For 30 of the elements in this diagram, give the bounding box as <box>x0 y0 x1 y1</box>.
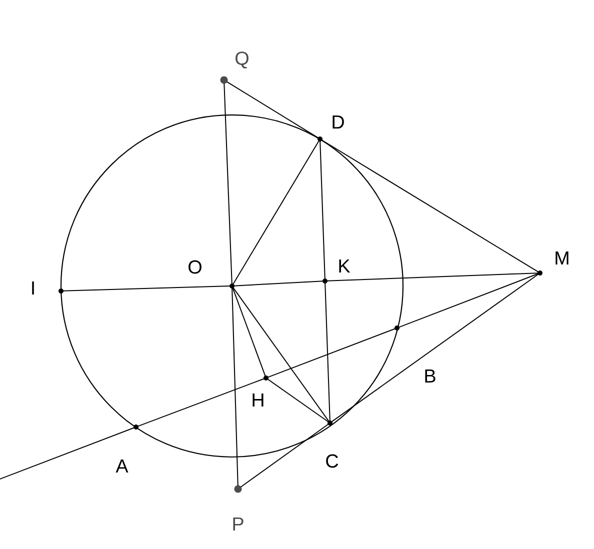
point-label: I <box>32 281 34 294</box>
line-segment <box>398 273 538 328</box>
line-segment <box>321 140 539 272</box>
line-segment <box>267 378 329 422</box>
point-label: D <box>332 115 344 128</box>
line-segment <box>232 288 266 376</box>
line-segment <box>234 280 324 286</box>
line-segment <box>224 82 232 284</box>
point-label: C <box>326 454 338 468</box>
line-segment <box>240 424 329 488</box>
line-segment <box>62 286 230 292</box>
point-label: B <box>425 369 436 382</box>
point-label: O <box>188 260 202 274</box>
point-label: P <box>233 517 244 530</box>
line-segment <box>0 427 134 480</box>
line-segment <box>232 287 330 422</box>
point-label: H <box>252 393 264 406</box>
line-segment <box>268 328 396 378</box>
line-segment <box>324 282 330 422</box>
point-label: K <box>339 259 350 272</box>
point-label: Q <box>236 52 248 68</box>
line-segment <box>138 378 264 427</box>
point-label: A <box>116 459 128 472</box>
line-segment <box>320 140 326 280</box>
line-segment <box>232 140 320 285</box>
line-segment <box>331 274 539 422</box>
point-label: M <box>556 251 568 264</box>
line-segment <box>232 288 238 486</box>
line-segment <box>226 81 319 138</box>
line-segment <box>326 272 538 282</box>
